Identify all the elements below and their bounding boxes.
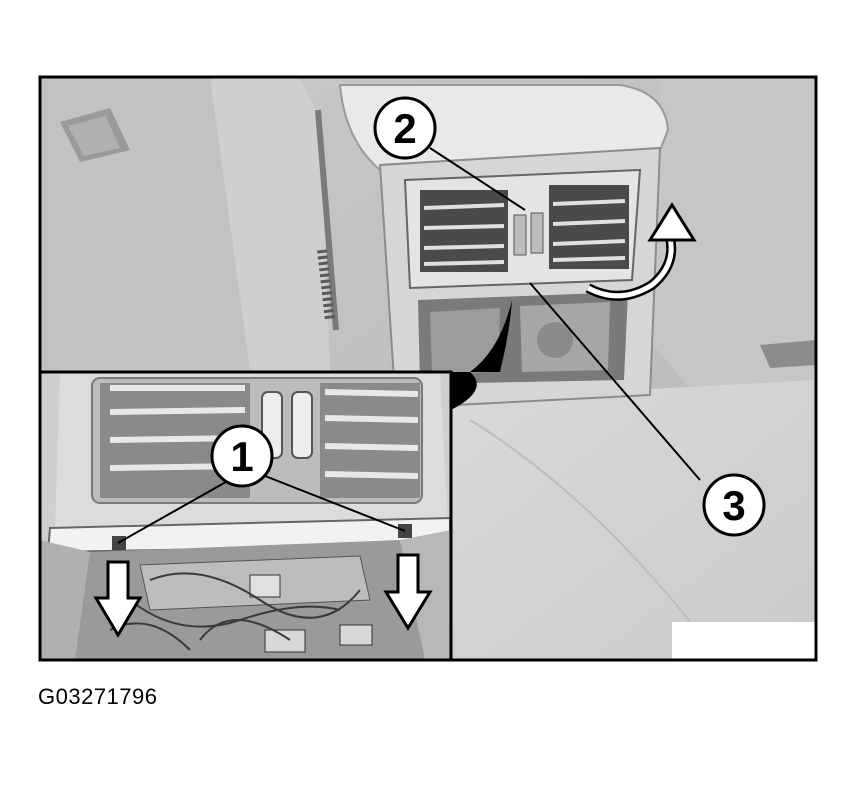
left-down-arrow — [93, 560, 143, 638]
callout-1-label: 1 — [230, 433, 253, 480]
callout-1: 1 — [210, 424, 274, 488]
main-frame — [38, 75, 818, 662]
leader-lines — [117, 147, 701, 544]
inset-pointer — [451, 300, 512, 410]
figure-id-label: G03271796 — [38, 684, 158, 709]
right-down-arrow — [383, 553, 433, 631]
callout-3: 3 — [702, 473, 766, 537]
inset-view — [40, 372, 451, 660]
inset-frame — [40, 370, 453, 660]
callout-3-label: 3 — [722, 482, 745, 529]
callout-2-label: 2 — [393, 105, 416, 152]
main-view — [40, 77, 816, 660]
callout-2: 2 — [373, 96, 437, 160]
